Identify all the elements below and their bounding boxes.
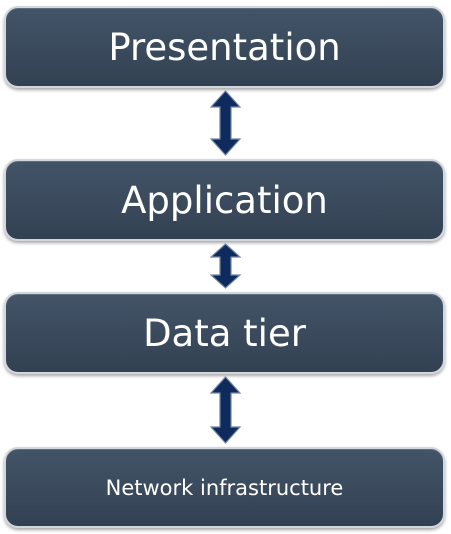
double-arrow-icon bbox=[210, 376, 241, 444]
tier-data: Data tier bbox=[4, 292, 445, 374]
tier-data-label: Data tier bbox=[143, 311, 306, 355]
double-arrow-icon bbox=[210, 90, 241, 156]
tier-network-label: Network infrastructure bbox=[105, 475, 344, 500]
double-arrow-icon bbox=[210, 243, 241, 289]
tier-network: Network infrastructure bbox=[4, 447, 445, 528]
tier-application: Application bbox=[4, 159, 445, 241]
tier-application-label: Application bbox=[121, 178, 328, 222]
tier-presentation-label: Presentation bbox=[108, 25, 341, 69]
tier-presentation: Presentation bbox=[4, 6, 445, 88]
